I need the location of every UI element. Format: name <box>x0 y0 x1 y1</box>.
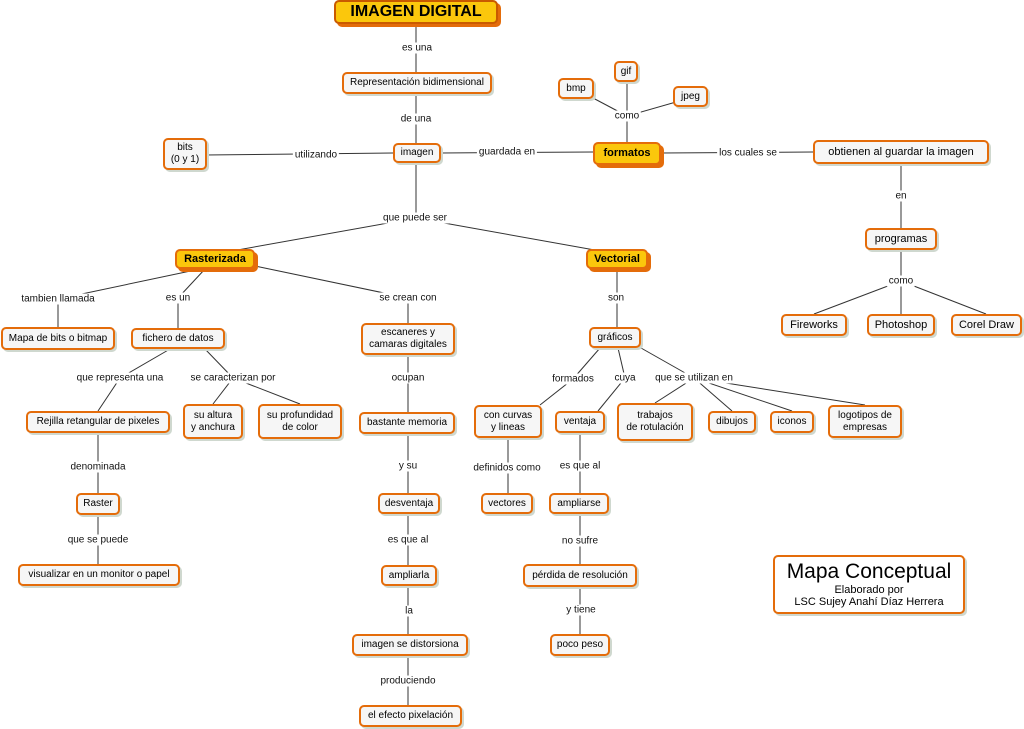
connector-line <box>97 377 121 412</box>
node-efecto-pixelacion[interactable]: el efecto pixelación <box>359 705 462 727</box>
link-formados: formados <box>550 373 596 385</box>
node-rejilla[interactable]: Rejilla retangular de pixeles <box>26 411 170 433</box>
node-representacion-bidimensional[interactable]: Representación bidimensional <box>342 72 492 94</box>
node-bits[interactable]: bits (0 y 1) <box>163 138 207 170</box>
credit-author: LSC Sujey Anahí Díaz Herrera <box>794 596 944 608</box>
node-dibujos[interactable]: dibujos <box>708 411 756 433</box>
credit-box: Mapa Conceptual Elaborado por LSC Sujey … <box>773 555 965 614</box>
node-poco-peso[interactable]: poco peso <box>550 634 610 656</box>
node-vectorial[interactable]: Vectorial <box>586 249 648 269</box>
node-perdida-resolucion[interactable]: pérdida de resolución <box>523 564 637 587</box>
node-mapa-de-bits[interactable]: Mapa de bits o bitmap <box>1 327 115 350</box>
node-rasterizada[interactable]: Rasterizada <box>175 249 255 269</box>
link-no-sufre: no sufre <box>559 535 601 547</box>
credit-title: Mapa Conceptual <box>786 560 952 583</box>
node-ampliarla[interactable]: ampliarla <box>381 565 437 586</box>
node-obtienen-al-guardar[interactable]: obtienen al guardar la imagen <box>813 140 989 164</box>
link-utilizando: utilizando <box>292 149 340 161</box>
node-curvas-lineas[interactable]: con curvas y lineas <box>474 405 542 438</box>
link-son: son <box>605 292 627 304</box>
node-desventaja[interactable]: desventaja <box>378 493 440 514</box>
node-gif[interactable]: gif <box>614 61 638 82</box>
link-que-representa-una: que representa una <box>74 372 166 384</box>
link-denominada: denominada <box>68 461 128 473</box>
link-es-una: es una <box>399 42 435 54</box>
connector-line <box>597 377 626 412</box>
link-tambien-llamada: tambien llamada <box>19 293 97 305</box>
node-ampliarse[interactable]: ampliarse <box>549 493 609 514</box>
link-como-formatos: como <box>612 110 642 122</box>
node-imagen-digital[interactable]: IMAGEN DIGITAL <box>334 0 498 24</box>
connector-line <box>415 217 618 255</box>
link-se-caracterizan-por: se caracterizan por <box>188 372 278 384</box>
link-que-se-puede: que se puede <box>65 534 131 546</box>
node-altura-anchura[interactable]: su altura y anchura <box>183 404 243 439</box>
link-es-que-al-vector: es que al <box>557 460 603 472</box>
link-que-se-utilizan-en: que se utilizan en <box>653 372 735 384</box>
node-iconos[interactable]: iconos <box>770 411 814 433</box>
link-los-cuales-se: los cuales se <box>717 147 779 159</box>
link-definidos-como: definidos como <box>471 462 543 474</box>
link-guardada-en: guardada en <box>476 146 538 158</box>
node-fireworks[interactable]: Fireworks <box>781 314 847 336</box>
node-vectores[interactable]: vectores <box>481 493 533 514</box>
connector-line <box>214 217 417 255</box>
link-es-que-al-raster: es que al <box>385 534 431 546</box>
link-es-un: es un <box>163 292 193 304</box>
connector-line <box>693 377 793 412</box>
connector-line <box>900 280 987 315</box>
node-profundidad-color[interactable]: su profundidad de color <box>258 404 342 439</box>
link-produciendo: produciendo <box>378 675 438 687</box>
node-imagen-se-distorsiona[interactable]: imagen se distorsiona <box>352 634 468 656</box>
link-como-programas: como <box>886 275 916 287</box>
node-trabajos-rotulacion[interactable]: trabajos de rotulación <box>617 403 693 441</box>
node-graficos[interactable]: gráficos <box>589 327 641 348</box>
node-escaneres[interactable]: escaneres y camaras digitales <box>361 323 455 355</box>
node-ventaja[interactable]: ventaja <box>555 411 605 433</box>
node-bmp[interactable]: bmp <box>558 78 594 99</box>
node-formatos[interactable]: formatos <box>593 142 661 165</box>
node-visualizar[interactable]: visualizar en un monitor o papel <box>18 564 180 586</box>
link-cuya: cuya <box>612 372 638 384</box>
node-fichero-de-datos[interactable]: fichero de datos <box>131 328 225 349</box>
node-raster[interactable]: Raster <box>76 493 120 515</box>
link-que-puede-ser: que puede ser <box>381 212 449 224</box>
node-programas[interactable]: programas <box>865 228 937 250</box>
link-y-su: y su <box>396 460 420 472</box>
link-de-una: de una <box>398 113 434 125</box>
link-en: en <box>893 190 909 202</box>
link-la: la <box>403 605 415 617</box>
node-jpeg[interactable]: jpeg <box>673 86 708 107</box>
node-logotipos[interactable]: logotipos de empresas <box>828 405 902 438</box>
credit-line1: Elaborado por <box>834 584 904 596</box>
link-se-crean-con: se crean con <box>377 292 439 304</box>
link-ocupan: ocupan <box>389 372 427 384</box>
node-corel-draw[interactable]: Corel Draw <box>951 314 1022 336</box>
node-photoshop[interactable]: Photoshop <box>867 314 935 336</box>
connector-line <box>693 377 733 412</box>
node-imagen[interactable]: imagen <box>393 143 441 163</box>
link-y-tiene: y tiene <box>564 604 598 616</box>
connector-line <box>813 280 902 315</box>
node-bastante-memoria[interactable]: bastante memoria <box>359 412 455 434</box>
